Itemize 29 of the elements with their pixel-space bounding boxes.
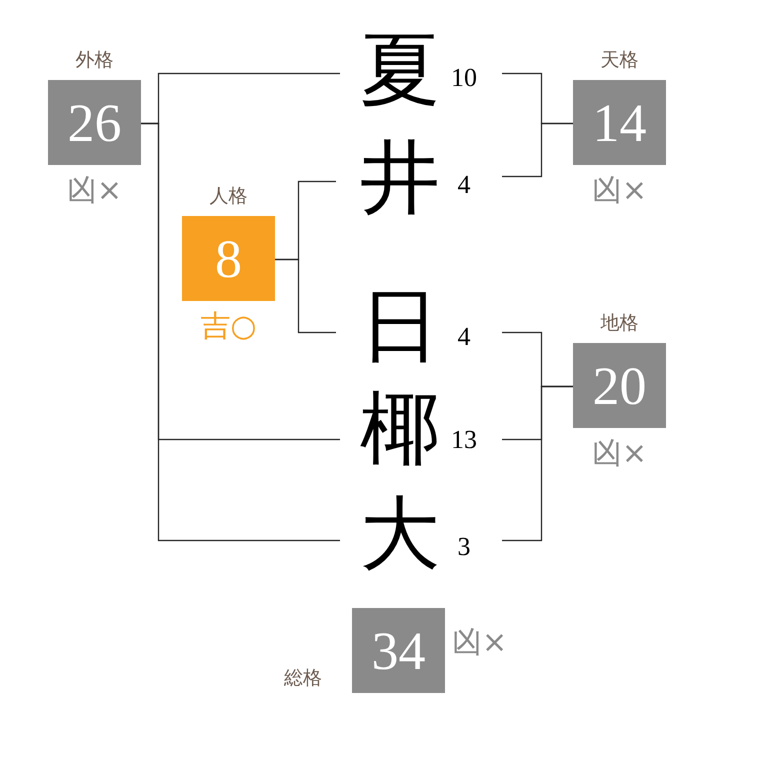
category-label: 天格 (600, 48, 638, 72)
name-character: 夏 (360, 31, 440, 111)
stroke-count: 4 (458, 171, 470, 199)
name-character: 日 (360, 287, 440, 367)
category-label: 人格 (210, 184, 248, 208)
stroke-count: 3 (458, 533, 470, 561)
bracket-line (141, 122, 340, 542)
bracket-line (502, 122, 573, 178)
stroke-count: 10 (451, 64, 477, 92)
score-tile: 20 (573, 343, 666, 428)
name-character: 大 (360, 495, 440, 575)
verdict-text: 凶× (66, 173, 122, 209)
stroke-count: 13 (451, 426, 477, 454)
score-tile: 14 (573, 80, 666, 165)
bracket-line (502, 386, 573, 542)
category-label: 外格 (76, 48, 114, 72)
score-tile: 34 (352, 608, 445, 693)
name-character: 椰 (360, 390, 440, 470)
name-character: 井 (360, 139, 440, 219)
stroke-count: 4 (458, 323, 470, 351)
verdict-text: 吉○ (200, 309, 257, 345)
verdict-text: 凶× (592, 173, 648, 209)
category-label: 地格 (600, 311, 638, 335)
verdict-text: 凶× (452, 625, 508, 661)
score-tile: 26 (48, 80, 141, 165)
score-tile: 8 (182, 216, 275, 301)
category-label: 総格 (284, 666, 322, 690)
verdict-text: 凶× (592, 436, 648, 472)
bracket-line (275, 258, 336, 334)
